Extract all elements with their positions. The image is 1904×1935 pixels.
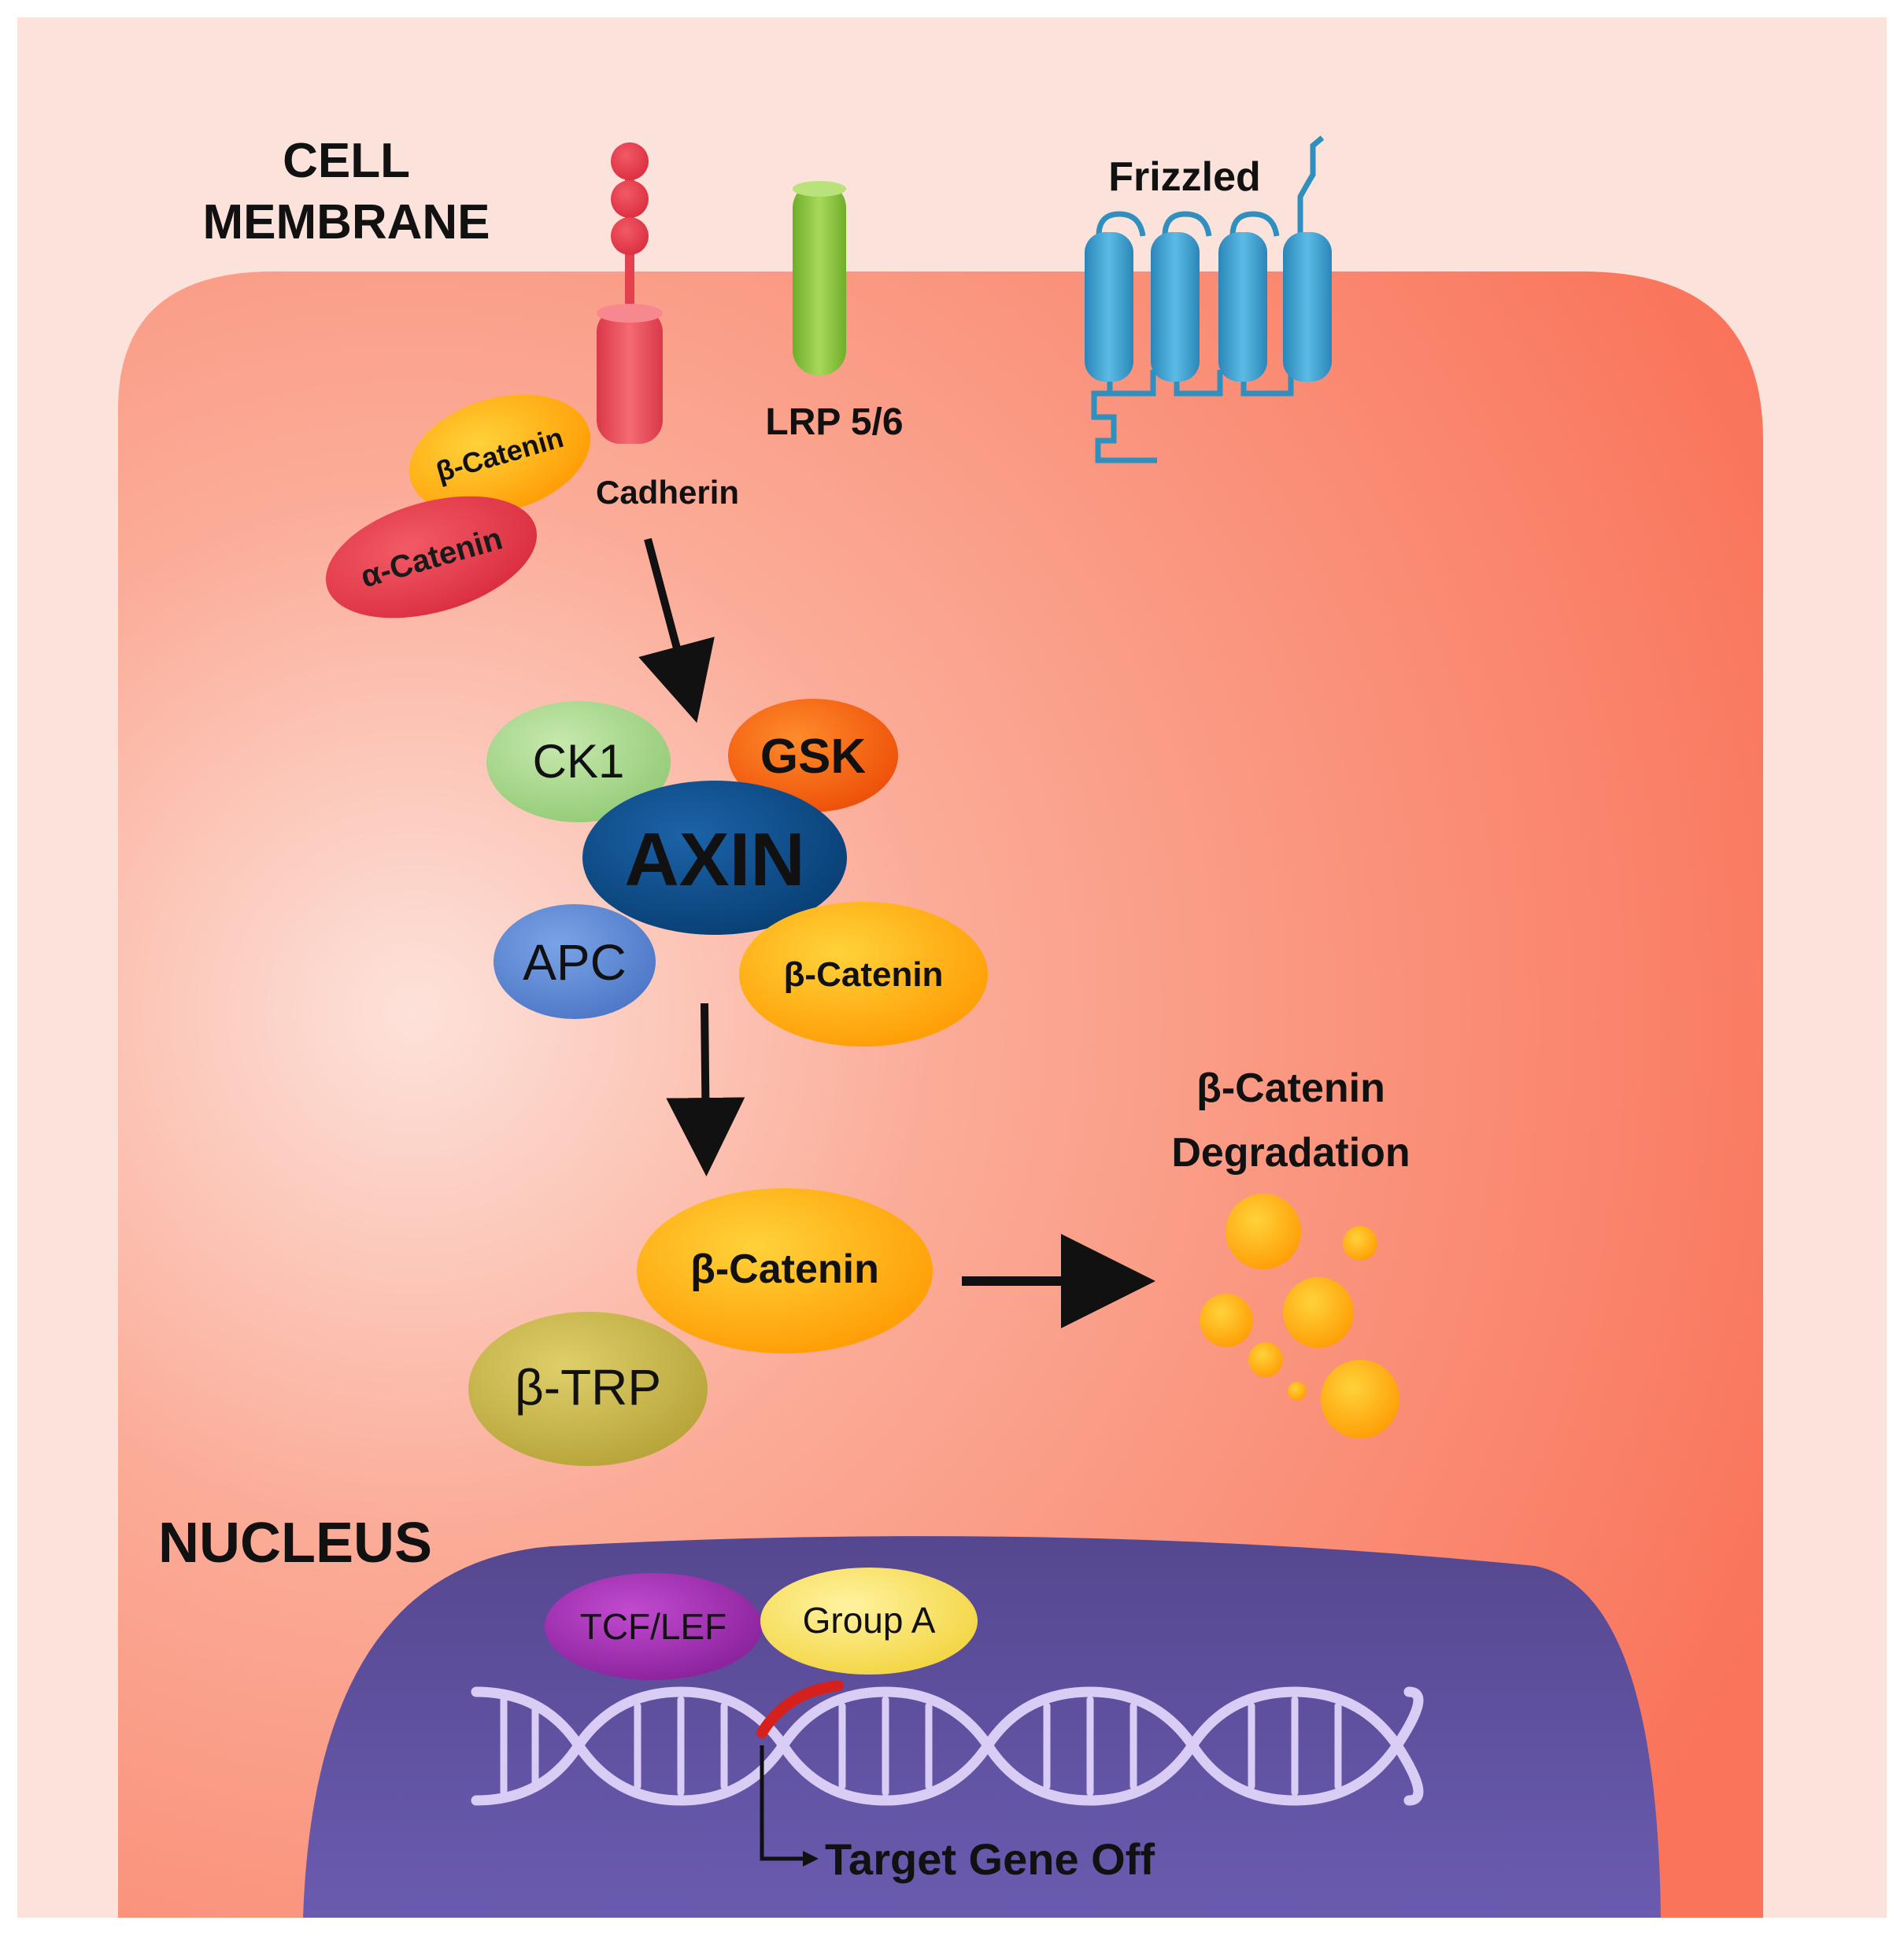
lrp-label: LRP 5/6 (765, 401, 903, 443)
group-a-node (760, 1568, 978, 1675)
nucleus-label: NUCLEUS (158, 1512, 432, 1575)
beta-catenin-complex-node (739, 902, 988, 1047)
tcf-lef-node (545, 1573, 762, 1680)
degradation-label-line1: β-Catenin (1196, 1065, 1385, 1111)
apc-label: APC (523, 934, 627, 991)
gsk-label: GSK (760, 729, 867, 784)
beta-catenin-complex-label: β-Catenin (784, 955, 944, 994)
cell-membrane-label-line2: MEMBRANE (202, 195, 490, 249)
beta-trp-node (468, 1312, 708, 1466)
beta-catenin-membrane-node (409, 394, 591, 515)
beta-catenin-free-node (637, 1188, 933, 1353)
gsk-node (728, 699, 898, 812)
cell-membrane-label-line1: CELL (283, 134, 410, 188)
axin-node (582, 781, 847, 935)
dna-helix (471, 1686, 1424, 1806)
target-gene-arrowhead (803, 1851, 819, 1867)
target-gene-arrow (760, 1745, 807, 1861)
apc-node (494, 904, 656, 1019)
target-gene-label: Target Gene Off (825, 1834, 1155, 1884)
frizzled-helices (1085, 232, 1332, 382)
beta-catenin-free-label: β-Catenin (690, 1246, 879, 1292)
arrow-to-destruction-complex (638, 537, 715, 723)
cadherin-receptor (597, 142, 663, 444)
lrp-receptor (793, 181, 846, 375)
ck1-node (486, 701, 671, 822)
degradation-label-line2: Degradation (1171, 1130, 1410, 1176)
group-a-label: Group A (803, 1600, 936, 1641)
tcf-lef-label: TCF/LEF (580, 1606, 727, 1647)
axin-label: AXIN (624, 818, 804, 902)
degraded-beta-catenin-fragments (1200, 1194, 1399, 1438)
beta-trp-label: β-TRP (515, 1359, 661, 1416)
dna-base-pairs (500, 1696, 1342, 1797)
arrow-to-beta-catenin (666, 1003, 745, 1176)
alpha-catenin-node (325, 496, 538, 619)
target-gene-segment (756, 1680, 844, 1738)
cytoplasm (118, 271, 1763, 1918)
cadherin-label: Cadherin (596, 474, 739, 511)
ck1-label: CK1 (533, 735, 625, 788)
frizzled-label: Frizzled (1108, 154, 1261, 200)
